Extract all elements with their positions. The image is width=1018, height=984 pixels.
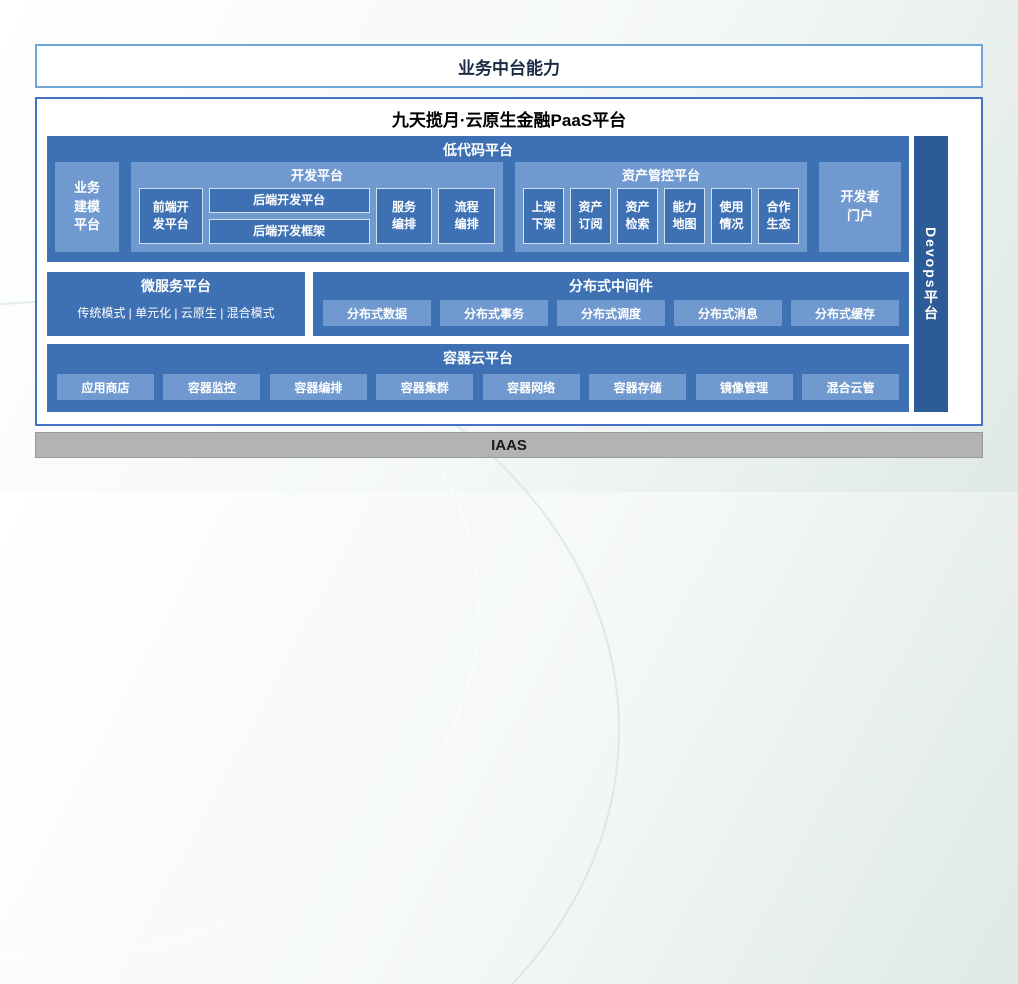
low-code-content-row: 业务 建模 平台 开发平台 前端开 发平台 后端开发平台 后端开发框架 服务 编… xyxy=(55,162,901,252)
box-distributed-messaging: 分布式消息 xyxy=(674,300,782,326)
business-middle-platform-label: 业务中台能力 xyxy=(458,54,560,79)
box-container-orchestration: 容器编排 xyxy=(270,374,367,400)
panel-dev-platform: 开发平台 前端开 发平台 后端开发平台 后端开发框架 服务 编排 流程 编排 xyxy=(131,162,503,252)
dev-platform-title: 开发平台 xyxy=(139,165,495,188)
box-container-cluster: 容器集群 xyxy=(376,374,473,400)
box-service-orchestration: 服务 编排 xyxy=(376,188,433,244)
asset-management-row: 上架 下架 资产 订阅 资产 检索 能力 地图 使用 情况 合作 生态 xyxy=(523,188,799,244)
paas-platform-container: 九天揽月·云原生金融PaaS平台 低代码平台 业务 建模 平台 开发平台 前端开… xyxy=(35,97,983,426)
container-cloud-row: 应用商店 容器监控 容器编排 容器集群 容器网络 容器存储 镜像管理 混合云管 xyxy=(57,374,899,400)
box-container-storage: 容器存储 xyxy=(589,374,686,400)
iaas-label: IAAS xyxy=(491,437,527,454)
middleware-title: 分布式中间件 xyxy=(313,272,909,296)
microservice-title: 微服务平台 xyxy=(47,272,305,296)
box-business-modeling-platform: 业务 建模 平台 xyxy=(55,162,119,252)
backend-stack: 后端开发平台 后端开发框架 xyxy=(209,188,370,244)
box-container-network: 容器网络 xyxy=(483,374,580,400)
box-distributed-cache: 分布式缓存 xyxy=(791,300,899,326)
platform-title: 九天揽月·云原生金融PaaS平台 xyxy=(37,106,981,131)
box-container-monitoring: 容器监控 xyxy=(163,374,260,400)
section-distributed-middleware: 分布式中间件 分布式数据 分布式事务 分布式调度 分布式消息 分布式缓存 xyxy=(313,272,909,336)
dev-platform-row: 前端开 发平台 后端开发平台 后端开发框架 服务 编排 流程 编排 xyxy=(139,188,495,244)
low-code-title: 低代码平台 xyxy=(47,136,909,160)
panel-asset-management: 资产管控平台 上架 下架 资产 订阅 资产 检索 能力 地图 使用 情况 合作 … xyxy=(515,162,807,252)
box-capability-map: 能力 地图 xyxy=(664,188,705,244)
box-image-management: 镜像管理 xyxy=(696,374,793,400)
box-hybrid-cloud-management: 混合云管 xyxy=(802,374,899,400)
business-middle-platform-banner: 业务中台能力 xyxy=(35,44,983,88)
box-distributed-transaction: 分布式事务 xyxy=(440,300,548,326)
section-microservice-platform: 微服务平台 传统模式 | 单元化 | 云原生 | 混合模式 xyxy=(47,272,305,336)
middleware-row: 分布式数据 分布式事务 分布式调度 分布式消息 分布式缓存 xyxy=(323,300,899,326)
box-cooperation-ecosystem: 合作 生态 xyxy=(758,188,799,244)
devops-platform-bar: Devops平台 xyxy=(914,136,948,412)
box-backend-dev-framework: 后端开发框架 xyxy=(209,219,370,244)
box-distributed-data: 分布式数据 xyxy=(323,300,431,326)
box-asset-search: 资产 检索 xyxy=(617,188,658,244)
section-low-code-platform: 低代码平台 业务 建模 平台 开发平台 前端开 发平台 后端开发平台 后端开发框… xyxy=(47,136,909,262)
box-asset-listing: 上架 下架 xyxy=(523,188,564,244)
architecture-diagram: 业务中台能力 九天揽月·云原生金融PaaS平台 低代码平台 业务 建模 平台 开… xyxy=(0,0,1018,492)
asset-management-title: 资产管控平台 xyxy=(523,165,799,188)
iaas-bar: IAAS xyxy=(35,432,983,458)
section-container-cloud-platform: 容器云平台 应用商店 容器监控 容器编排 容器集群 容器网络 容器存储 镜像管理… xyxy=(47,344,909,412)
box-frontend-dev-platform: 前端开 发平台 xyxy=(139,188,203,244)
box-app-store: 应用商店 xyxy=(57,374,154,400)
box-backend-dev-platform: 后端开发平台 xyxy=(209,188,370,213)
box-distributed-scheduling: 分布式调度 xyxy=(557,300,665,326)
box-process-orchestration: 流程 编排 xyxy=(438,188,495,244)
box-asset-subscription: 资产 订阅 xyxy=(570,188,611,244)
container-cloud-title: 容器云平台 xyxy=(47,344,909,368)
box-developer-portal: 开发者 门户 xyxy=(819,162,901,252)
microservice-modes: 传统模式 | 单元化 | 云原生 | 混合模式 xyxy=(47,304,305,321)
box-usage-status: 使用 情况 xyxy=(711,188,752,244)
